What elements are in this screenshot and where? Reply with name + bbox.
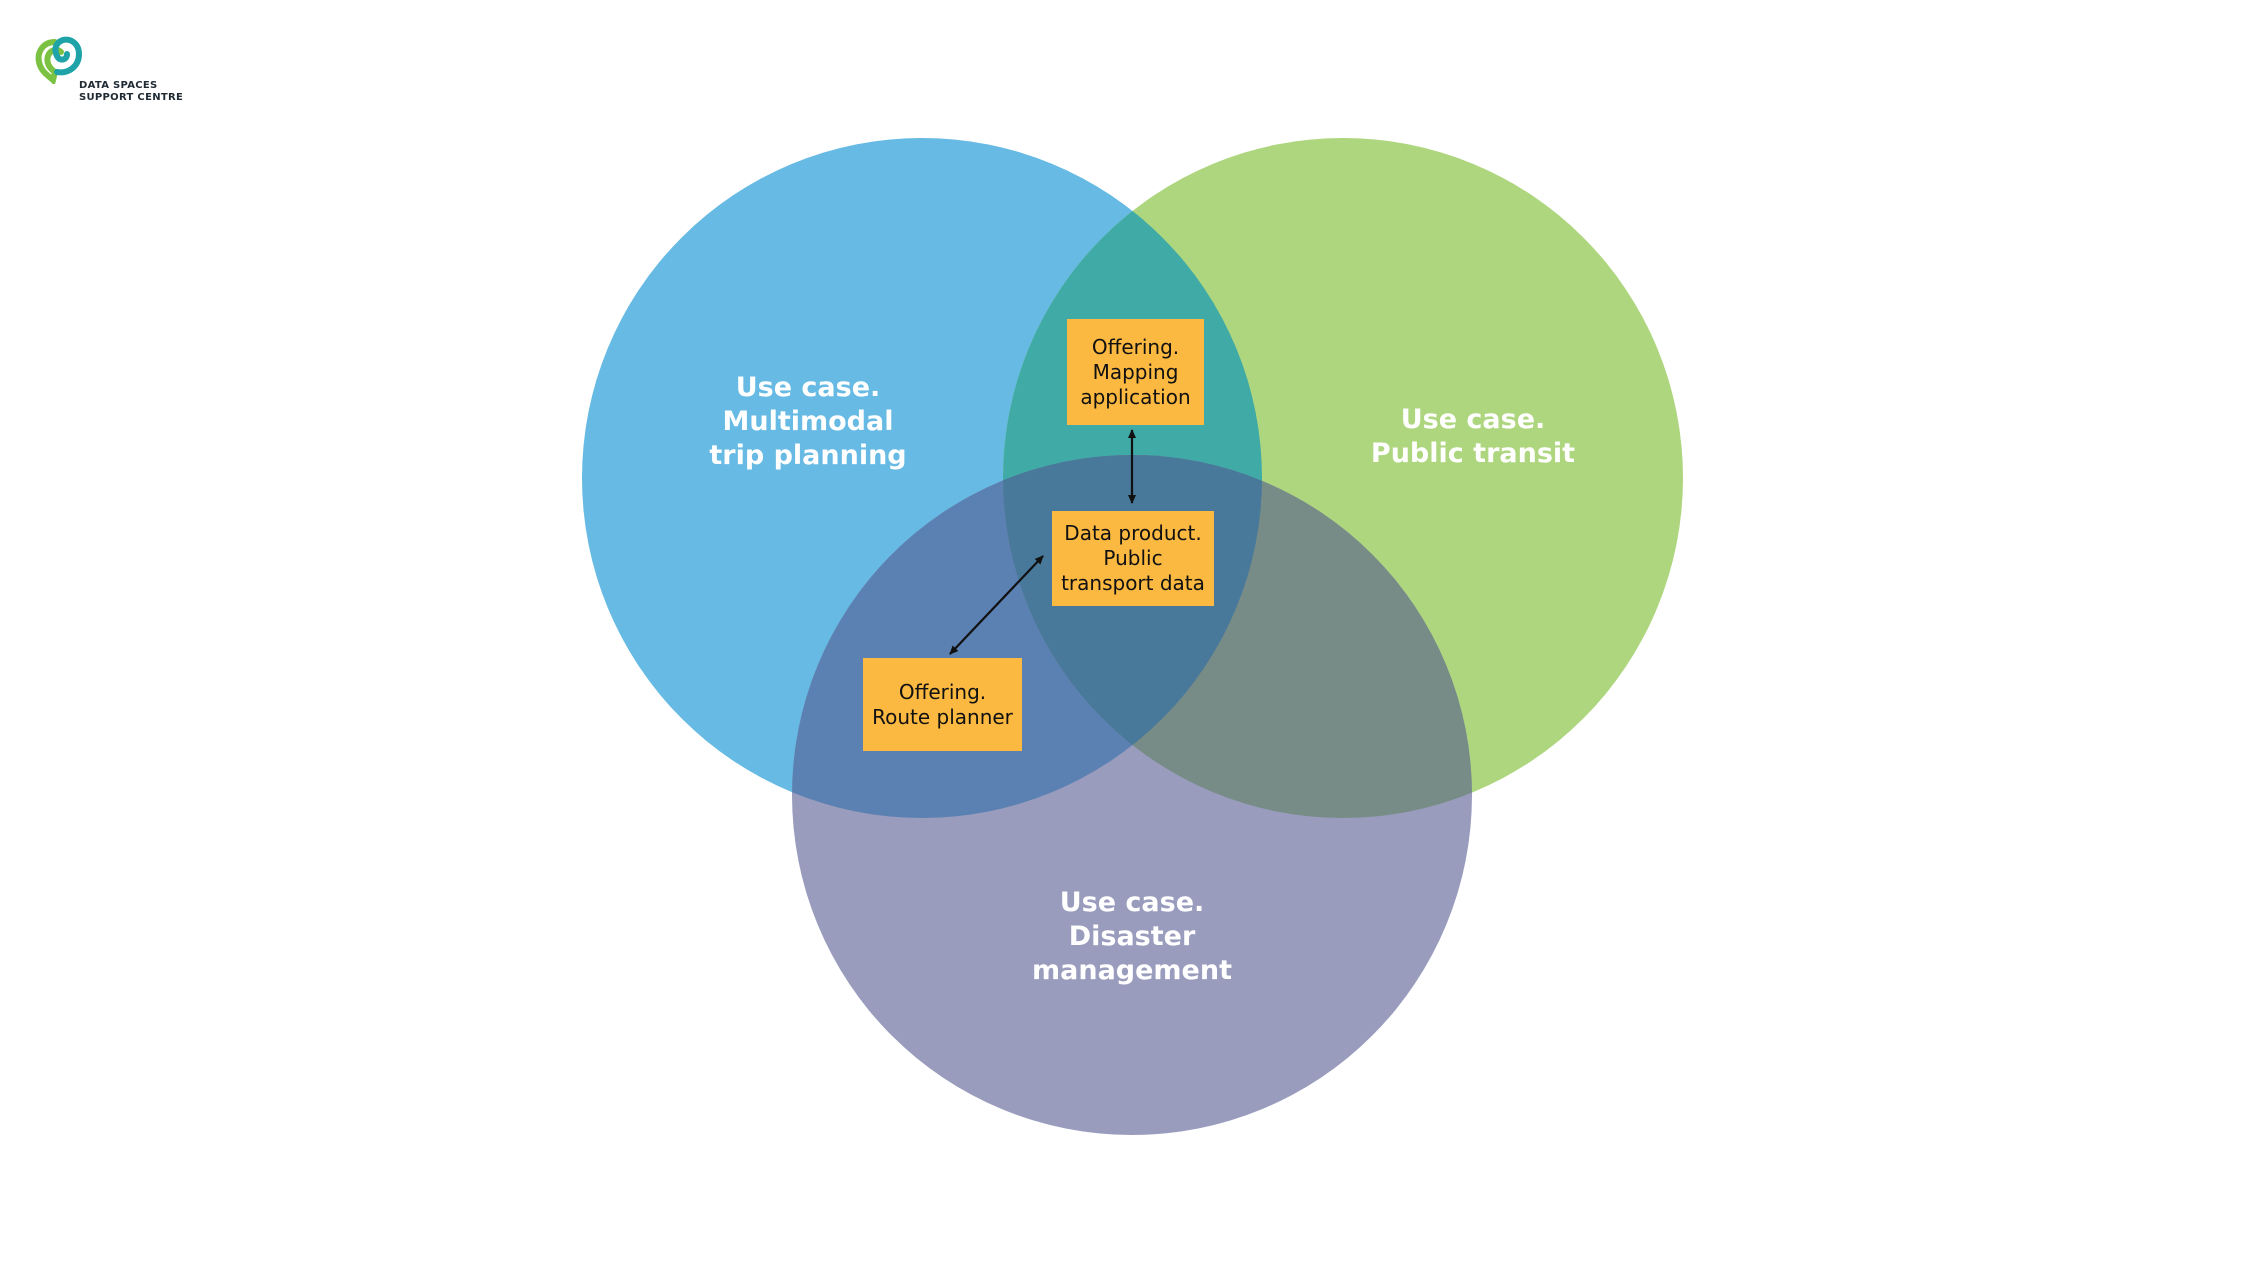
box-offering-mapping-application: Offering. Mapping application (1067, 319, 1204, 425)
label-multimodal-line-3: trip planning (709, 440, 907, 471)
label-disaster-management: Use case. Disaster management (1032, 886, 1232, 988)
box-data-product-line-1: Data product. (1064, 521, 1202, 545)
label-disaster-line-1: Use case. (1059, 887, 1205, 918)
box-data-product-public-transport: Data product. Public transport data (1052, 511, 1214, 606)
box-data-product-line-2: Public (1103, 546, 1163, 570)
data-spaces-logo-icon (35, 36, 83, 84)
label-public-transit: Use case. Public transit (1371, 403, 1575, 471)
label-multimodal: Use case. Multimodal trip planning (709, 371, 906, 473)
label-transit-line-2: Public transit (1370, 438, 1576, 469)
arrow-data-product-to-route-planner (949, 555, 1044, 655)
label-multimodal-line-2: Multimodal (722, 406, 894, 437)
label-disaster-line-2: Disaster (1068, 921, 1196, 952)
logo-line-2: SUPPORT CENTRE (79, 92, 184, 103)
label-disaster-line-3: management (1031, 955, 1233, 986)
box-route-planner-line-2: Route planner (872, 704, 1013, 729)
label-multimodal-line-1: Use case. (735, 372, 881, 403)
box-data-product-line-3: transport data (1061, 571, 1205, 595)
box-mapping-line-1: Offering. (1091, 334, 1180, 359)
label-transit-line-1: Use case. (1400, 404, 1546, 435)
box-mapping-line-3: application (1080, 384, 1191, 409)
logo-wordmark: DATA SPACES SUPPORT CENTRE (79, 80, 183, 104)
logo-line-1: DATA SPACES (79, 80, 158, 91)
box-mapping-line-2: Mapping (1092, 359, 1179, 384)
box-route-planner-line-1: Offering. (898, 679, 987, 704)
box-offering-route-planner: Offering. Route planner (863, 658, 1022, 751)
